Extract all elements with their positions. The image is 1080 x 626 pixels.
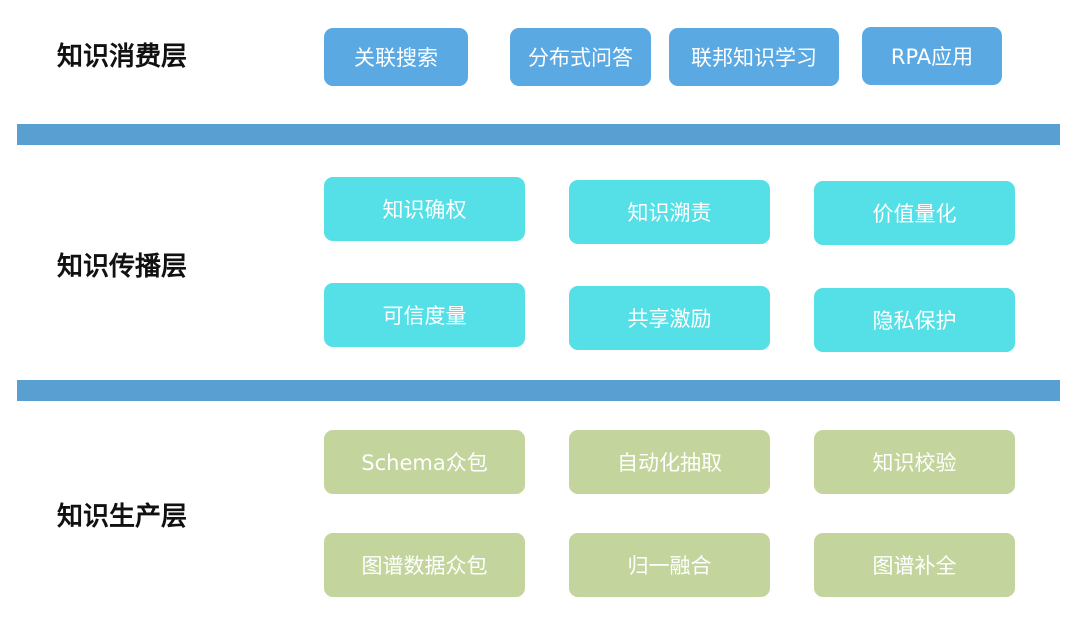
box-knowledge-verification: 知识校验 bbox=[814, 430, 1015, 494]
box-distributed-qa: 分布式问答 bbox=[510, 28, 651, 86]
separator-top bbox=[17, 124, 1060, 145]
box-auto-extraction: 自动化抽取 bbox=[569, 430, 770, 494]
box-normalization-fusion: 归一融合 bbox=[569, 533, 770, 597]
box-rpa-application: RPA应用 bbox=[862, 27, 1002, 85]
separator-bottom bbox=[17, 380, 1060, 401]
box-federated-learning: 联邦知识学习 bbox=[669, 28, 839, 86]
layer-title-production: 知识生产层 bbox=[57, 502, 188, 532]
box-graph-completion: 图谱补全 bbox=[814, 533, 1015, 597]
box-related-search: 关联搜索 bbox=[324, 28, 468, 86]
box-value-quantification: 价值量化 bbox=[814, 181, 1015, 245]
layer-title-propagation: 知识传播层 bbox=[57, 252, 188, 282]
box-knowledge-traceability: 知识溯责 bbox=[569, 180, 770, 244]
box-sharing-incentive: 共享激励 bbox=[569, 286, 770, 350]
box-knowledge-rights: 知识确权 bbox=[324, 177, 525, 241]
layer-title-consumption: 知识消费层 bbox=[57, 42, 188, 72]
box-schema-crowdsourcing: Schema众包 bbox=[324, 430, 525, 494]
box-privacy-protection: 隐私保护 bbox=[814, 288, 1015, 352]
box-graph-data-crowdsourcing: 图谱数据众包 bbox=[324, 533, 525, 597]
box-credibility-measure: 可信度量 bbox=[324, 283, 525, 347]
